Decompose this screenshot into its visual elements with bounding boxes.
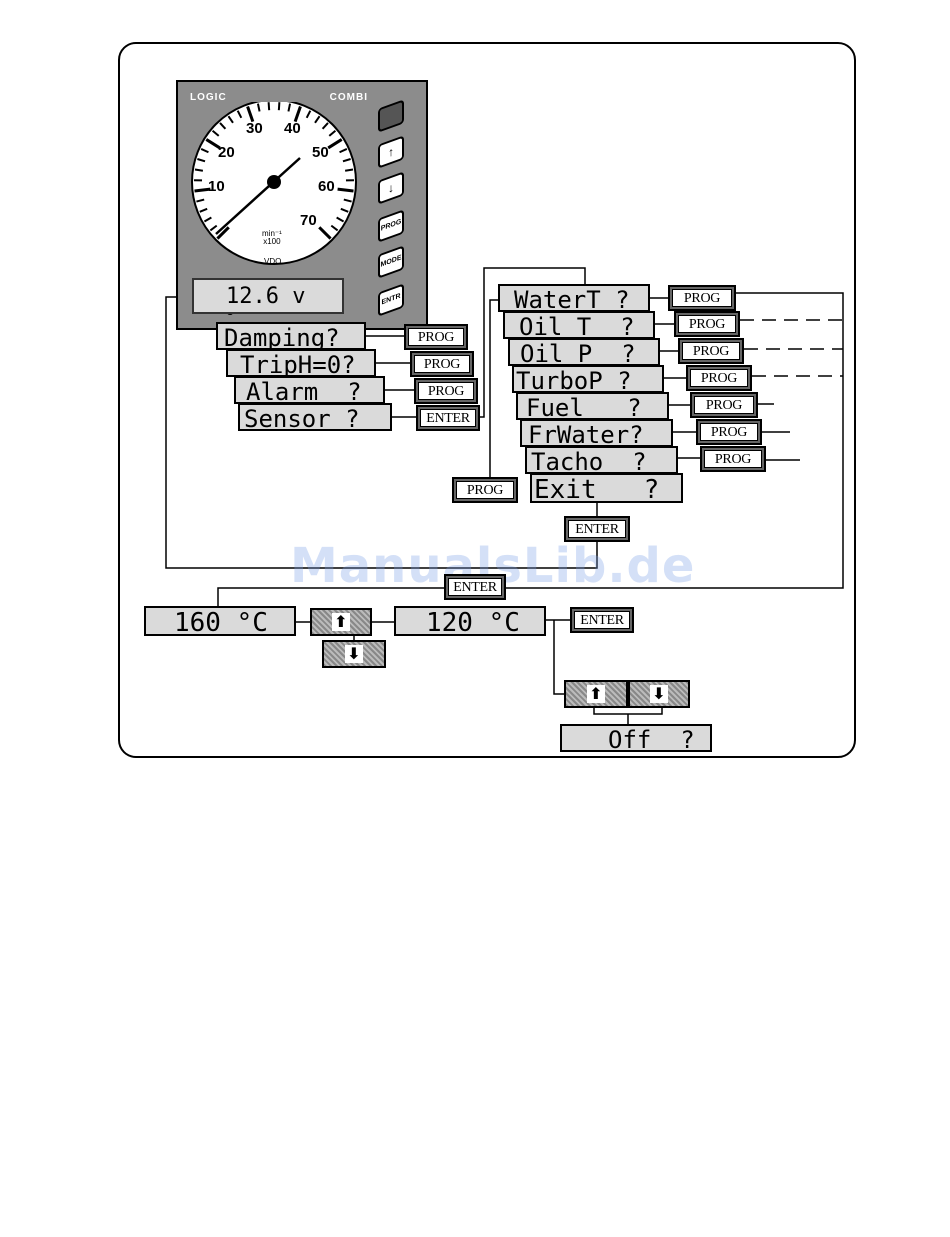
brand-left: LOGIC [190,92,227,103]
dial-tick [314,115,321,124]
dial-number: 70 [300,212,317,229]
dial-tick [342,158,351,163]
arrow-up-icon: ⬆ [332,613,350,631]
dial-tick [339,148,348,154]
key-down[interactable]: ↓ [378,171,404,205]
dial-tick [194,187,211,193]
temp-high-display: 160 °C [144,606,296,636]
prog-button[interactable]: PROG [674,311,740,337]
prog-button[interactable]: PROG [686,365,752,391]
dial-tick [199,207,208,213]
exit-prog-button[interactable]: PROG [452,477,518,503]
dial-tick [287,103,292,112]
dial-tick [321,122,329,130]
prog-button[interactable]: PROG [404,324,468,350]
gauge-device: LOGIC COMBI 0 10 20 30 40 50 60 70 min⁻¹… [176,80,428,330]
key-menu-icon[interactable] [378,99,404,133]
prog-button[interactable]: PROG [696,419,762,445]
diagram-frame [118,42,856,758]
sensor-item-oil-p: Oil P ? [508,338,660,366]
exit-enter-button[interactable]: ENTER [564,516,630,542]
prog-button[interactable]: PROG [700,446,766,472]
dial-tick [216,226,230,240]
enter-button-top[interactable]: ENTER [444,574,506,600]
temp-low-display: 120 °C [394,606,546,636]
brand-right: COMBI [329,92,368,103]
arrow-up-icon: ⬆ [587,685,605,703]
dial-tick [205,138,221,150]
key-up[interactable]: ↑ [378,135,404,169]
dial-tick [219,122,227,130]
dial-number: 50 [312,144,329,161]
dial-tick [267,102,271,111]
down-arrow-button[interactable]: ⬇ [322,640,386,668]
dial-number: 60 [318,178,335,195]
dial-tick [236,110,243,119]
dial-tick [197,158,206,163]
dial-tick [336,216,345,223]
menu-item-triph: TripH=0? [226,349,376,377]
sensor-item-tacho: Tacho ? [525,446,678,474]
dial-tick [305,110,312,119]
sensor-item-exit: Exit ? [530,473,683,503]
dial-tick [256,103,261,112]
dial-tick [340,207,349,213]
sensor-item-frwater: FrWater? [520,419,673,447]
dial-number: 30 [246,120,263,137]
arrow-down-icon: ⬇ [650,685,668,703]
dial-number: 40 [284,120,301,137]
prog-button[interactable]: PROG [690,392,758,418]
menu-item-sensor: Sensor ? [238,403,392,431]
sensor-item-fuel: Fuel ? [516,392,669,420]
dial-tick [209,224,218,232]
dial-tick [246,105,255,123]
needle-hub [267,175,281,189]
dial-tick [211,129,220,137]
sensor-item-turbop: TurboP ? [512,365,664,393]
menu-item-alarm: Alarm ? [234,376,385,404]
needle [215,157,301,235]
key-enter[interactable]: ENTR [378,283,404,317]
sensor-item-oil-t: Oil T ? [503,311,655,339]
dial-tick [293,105,302,123]
off-display: Off ? [560,724,712,752]
down-arrow-button-bottom[interactable]: ⬇ [628,680,690,708]
dial-face [191,102,357,265]
dial-tick [327,138,343,150]
prog-button[interactable]: PROG [414,378,478,404]
device-lcd-display: 12.6 v [192,278,344,314]
dial-number: 20 [218,144,235,161]
dial-number: 10 [208,178,225,195]
menu-item-damping: Damping? [216,322,366,350]
dial-tick [330,224,339,232]
dial-tick [200,148,209,154]
up-arrow-button-bottom[interactable]: ⬆ [564,680,628,708]
dial-tick [344,168,354,172]
dial-tick [318,226,332,240]
dial-tick [227,115,234,124]
dial-tick [337,187,354,193]
arrow-down-icon: ⬇ [345,645,363,663]
prog-button[interactable]: PROG [678,338,744,364]
dial-tick [196,198,205,203]
up-arrow-button[interactable]: ⬆ [310,608,372,636]
dial-tick [328,129,337,137]
prog-button[interactable]: PROG [668,285,736,311]
prog-button[interactable]: PROG [410,351,474,377]
dial-tick [277,102,281,111]
dial-tick [194,168,204,172]
sensor-item-watert: WaterT ? [498,284,650,312]
enter-button[interactable]: ENTER [416,405,480,431]
enter-button-right[interactable]: ENTER [570,607,634,633]
key-prog[interactable]: PROG [378,209,404,243]
dial-brand: VDO [264,257,282,266]
dial-tick [203,216,212,223]
key-mode[interactable]: MODE [378,245,404,279]
dial-unit: min⁻¹ x100 [262,229,282,246]
dial-tick [343,198,352,203]
